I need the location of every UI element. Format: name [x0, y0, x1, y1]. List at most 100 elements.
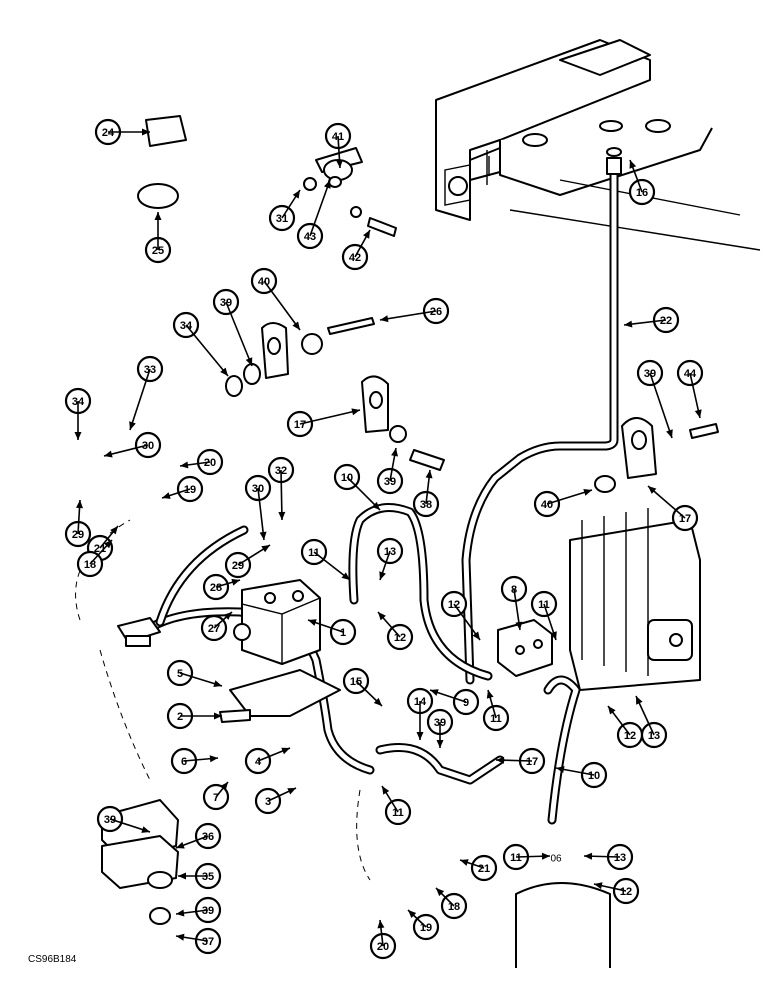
leader-arrowhead	[220, 782, 228, 791]
leader-arrowhead	[515, 621, 523, 630]
leader-line	[647, 485, 686, 519]
leader-arrowhead	[371, 501, 380, 510]
leader-line	[649, 372, 673, 439]
callout-number: 35	[202, 871, 214, 883]
figure-caption: CS96B184	[28, 954, 77, 965]
leader-arrowhead	[594, 882, 603, 890]
leader-arrowhead	[380, 315, 389, 323]
callout-number: 6	[181, 756, 187, 768]
leader-arrowhead	[363, 230, 370, 239]
callout-number: 20	[204, 457, 216, 469]
chassis-frame	[435, 39, 761, 251]
callout-number: 17	[526, 756, 538, 768]
leader-arrowhead	[648, 486, 657, 494]
leader-line	[379, 310, 437, 321]
callout-number: 37	[202, 936, 214, 948]
leader-arrowhead	[608, 706, 616, 715]
leader-arrowhead	[379, 571, 386, 580]
leader-lines	[74, 128, 702, 947]
leader-arrowhead	[104, 540, 112, 549]
leader-arrowhead	[76, 500, 84, 509]
cylinder-bottom	[515, 882, 611, 968]
callout-number: 21	[478, 863, 490, 875]
leader-arrowhead	[324, 180, 331, 189]
hoses-left	[145, 503, 581, 825]
leader-arrowhead	[259, 531, 267, 540]
callout-5: 5	[166, 659, 194, 687]
callout-number: 43	[304, 231, 316, 243]
callout-number: 11	[490, 713, 502, 725]
leader-arrowhead	[142, 128, 150, 136]
callout-number: 11	[392, 807, 404, 819]
pipe-22	[461, 147, 622, 685]
leader-arrowhead	[550, 631, 557, 640]
leader-arrowhead	[110, 526, 118, 535]
callout-number: 18	[84, 559, 96, 571]
mounting-plate-2	[219, 669, 341, 723]
callout-number: 25	[152, 245, 164, 257]
leader-arrowhead	[556, 766, 565, 773]
callout-number: 39	[104, 814, 116, 826]
leader-arrowhead	[382, 786, 390, 795]
connector-bracket	[117, 617, 161, 647]
leader-arrowhead	[292, 190, 300, 199]
leader-arrowhead	[416, 732, 424, 740]
callout-number: 10	[588, 770, 600, 782]
leader-arrowhead	[377, 920, 385, 929]
leader-arrowhead	[176, 841, 185, 849]
leader-arrowhead	[541, 852, 550, 860]
callout-number: 21	[94, 543, 106, 555]
leader-arrowhead	[278, 511, 286, 520]
leader-arrowhead	[220, 367, 228, 376]
callout-number: 1	[340, 627, 346, 639]
leader-line	[263, 280, 301, 331]
callout-number: 13	[648, 730, 660, 742]
leader-arrowhead	[436, 740, 444, 748]
leader-arrowhead	[104, 450, 113, 458]
leader-arrowhead	[308, 619, 317, 626]
callout-number: 3	[265, 796, 271, 808]
leader-arrowhead	[287, 788, 296, 795]
leader-arrowhead	[694, 409, 702, 418]
clamp-block-17-right	[594, 417, 657, 493]
leader-arrowhead	[213, 680, 222, 687]
callout-number: 40	[541, 499, 553, 511]
leader-line	[225, 301, 253, 367]
leader-arrowhead	[231, 578, 240, 586]
callout-number: 20	[377, 941, 389, 953]
leader-arrowhead	[292, 321, 300, 330]
leader-line	[280, 469, 283, 521]
leader-arrowhead	[584, 852, 593, 860]
leader-arrowhead	[666, 429, 673, 438]
callout-number: 28	[210, 582, 222, 594]
leader-arrowhead	[583, 489, 592, 496]
callout-number: 9	[463, 697, 469, 709]
leader-arrowhead	[430, 689, 439, 696]
callout-17: 17	[286, 410, 314, 438]
leader-arrowhead	[141, 826, 150, 833]
leader-arrowhead	[223, 612, 232, 620]
callout-number: 42	[349, 252, 361, 264]
leader-arrowhead	[425, 470, 433, 479]
callout-number: 16	[636, 187, 648, 199]
callout-number: 36	[202, 831, 214, 843]
callout-number: 39	[384, 476, 396, 488]
leader-arrowhead	[629, 160, 637, 169]
leader-arrowhead	[178, 872, 186, 880]
callout-number: 22	[660, 315, 672, 327]
leader-arrowhead	[154, 212, 162, 220]
callout-number: 17	[294, 419, 306, 431]
leader-arrowhead	[336, 159, 343, 168]
callout-number: 30	[142, 440, 154, 452]
leader-line	[299, 409, 361, 425]
leader-arrowhead	[624, 320, 633, 328]
leader-arrowhead	[636, 696, 643, 705]
callout-number: 29	[72, 529, 84, 541]
leader-arrowhead	[341, 572, 350, 580]
leader-line	[309, 179, 331, 237]
callout-number: 2	[177, 711, 183, 723]
leader-line	[257, 487, 265, 541]
leader-arrowhead	[74, 432, 82, 440]
callout-19: 19	[176, 475, 204, 503]
leader-arrowhead	[261, 545, 270, 553]
